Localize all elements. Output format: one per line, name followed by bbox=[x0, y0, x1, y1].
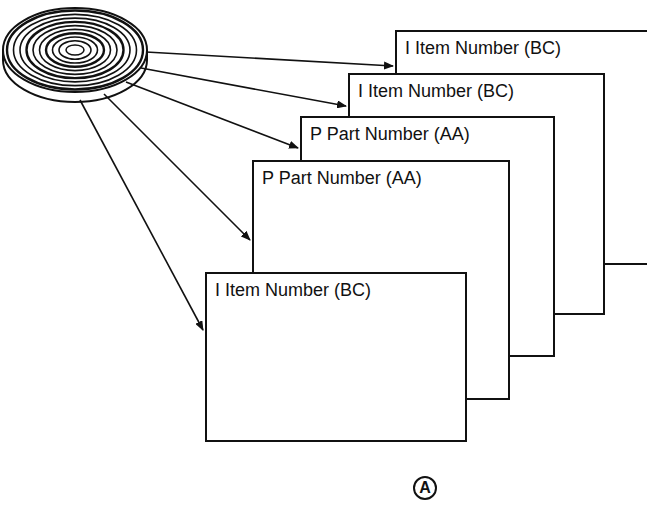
disk-pack bbox=[3, 8, 147, 102]
record-label: P Part Number (AA) bbox=[302, 118, 470, 145]
record-card: I Item Number (BC) bbox=[205, 272, 467, 442]
record-label: I Item Number (BC) bbox=[207, 274, 371, 301]
callout-letter: A bbox=[413, 476, 437, 500]
record-label: I Item Number (BC) bbox=[397, 32, 561, 59]
record-label: P Part Number (AA) bbox=[254, 162, 422, 189]
record-label: I Item Number (BC) bbox=[350, 75, 514, 102]
